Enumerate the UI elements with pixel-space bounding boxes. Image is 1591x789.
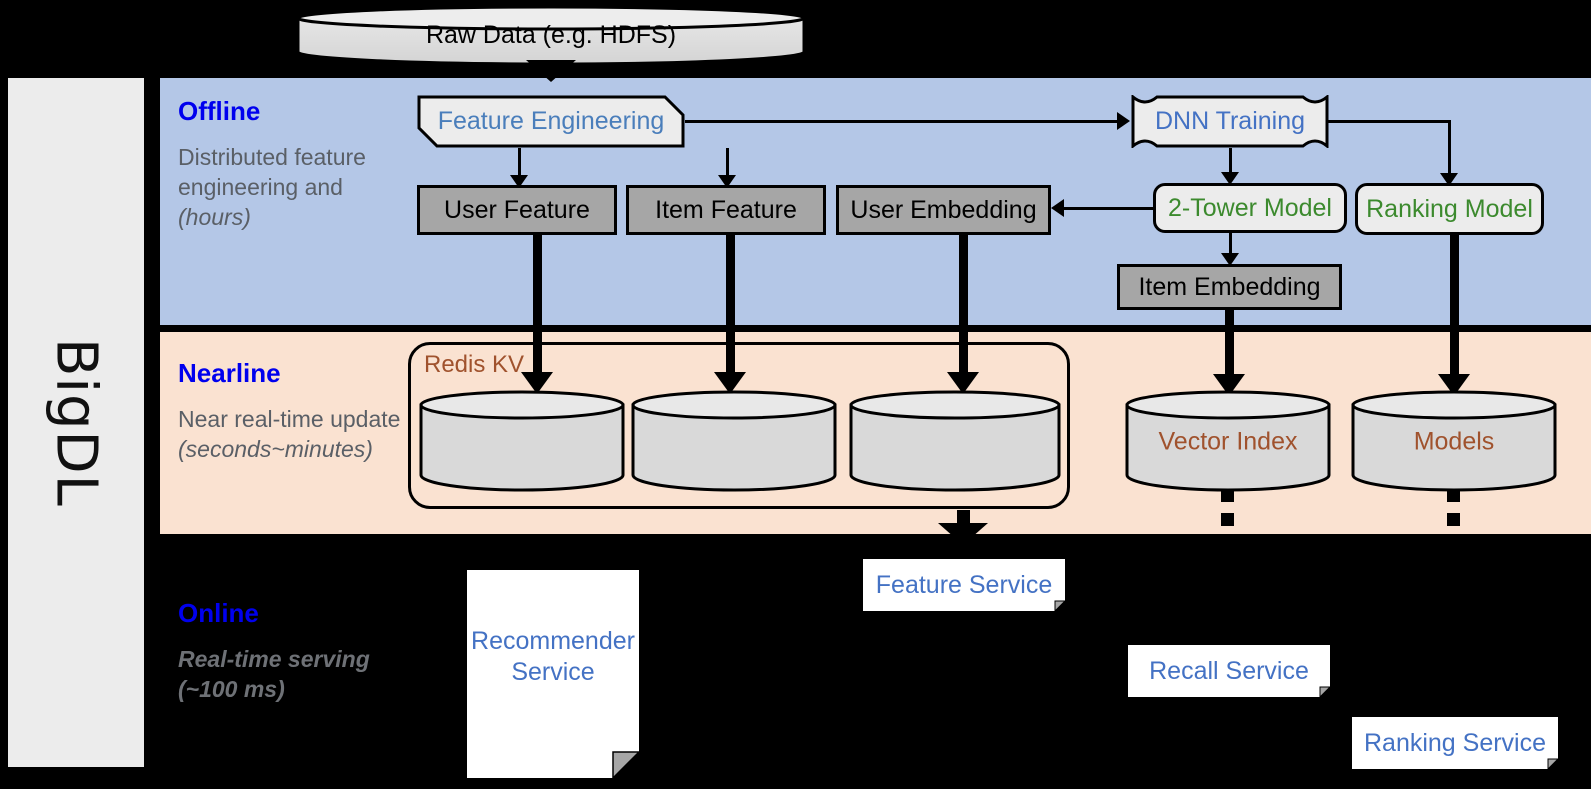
redis-kv-container: [408, 342, 1070, 509]
thick-arrow-itemfeature-head: [714, 372, 746, 394]
arrow-to-feature-service: [938, 523, 988, 545]
recommender-service-box[interactable]: Recommender Service: [467, 626, 639, 688]
models-label-wrap: Models: [1350, 389, 1558, 494]
thick-arrow-itemfeature-shaft: [726, 235, 735, 379]
dashed-segment-recall-2: [1221, 513, 1234, 526]
nearline-description-italic: (seconds~minutes): [178, 436, 373, 462]
nearline-description: Near real-time update (seconds~minutes): [178, 404, 418, 464]
redis-kv-label: Redis KV: [424, 351, 525, 378]
thick-arrow-itemembedding-shaft: [1225, 310, 1234, 381]
online-description-plain: Real-time serving: [178, 646, 370, 672]
offline-title: Offline: [178, 96, 261, 126]
bigdl-rail: BigDL: [8, 78, 144, 767]
dnn-training-shape: [1131, 95, 1329, 148]
thick-arrow-userembedding-shaft: [959, 235, 968, 379]
nearline-title: Nearline: [178, 358, 281, 388]
recall-service-label[interactable]: Recall Service: [1149, 656, 1309, 685]
arrow-2tower-to-userembedding: [1051, 199, 1064, 217]
recommender-service-line2: Service: [511, 658, 595, 686]
store-cylinder-1[interactable]: [418, 389, 626, 494]
recommender-service-line1: Recommender: [471, 627, 635, 655]
arrow-fe-to-userfeature: [510, 175, 528, 188]
feature-service-shape[interactable]: [863, 559, 1065, 611]
feature-service-label[interactable]: Feature Service: [875, 570, 1053, 599]
offline-description-italic: (hours): [178, 204, 251, 230]
line-2tower-to-itemembedding: [1229, 233, 1232, 257]
arrow-rawdata-head: [526, 60, 576, 82]
line-dnn-to-ranking-h: [1327, 120, 1451, 123]
ranking-model-box[interactable]: Ranking Model: [1355, 183, 1544, 235]
models-cylinder[interactable]: [1350, 389, 1558, 494]
arrow-fe-to-dnn-head: [1117, 112, 1130, 130]
store-cylinder-3[interactable]: [848, 389, 1062, 494]
user-feature-box[interactable]: User Feature: [417, 185, 617, 235]
online-title: Online: [178, 598, 259, 628]
user-embedding-box[interactable]: User Embedding: [836, 185, 1051, 235]
line-2tower-to-userembedding: [1064, 207, 1153, 210]
thick-arrow-userfeature-head: [521, 372, 553, 394]
feature-engineering-shape: [417, 95, 685, 148]
dnn-training-label[interactable]: DNN Training: [1154, 107, 1306, 135]
feature-engineering-label[interactable]: Feature Engineering: [437, 107, 665, 135]
item-embedding-box[interactable]: Item Embedding: [1117, 264, 1342, 310]
raw-data-label: Raw Data (e.g. HDFS): [425, 20, 677, 49]
arrow-dnn-to-ranking: [1440, 173, 1458, 186]
line-fe-to-itemfeature: [726, 148, 729, 178]
line-fe-to-userfeature: [518, 148, 521, 178]
bigdl-logo-label: BigDL: [8, 78, 144, 767]
arrow-2tower-to-itemembedding: [1221, 253, 1239, 266]
ranking-service-label[interactable]: Ranking Service: [1363, 728, 1547, 757]
vector-index-cylinder[interactable]: [1124, 389, 1332, 494]
vector-index-label: Vector Index: [1158, 427, 1298, 455]
online-description: Real-time serving (~100 ms): [178, 644, 418, 704]
thick-arrow-rankingmodel-head: [1438, 374, 1470, 396]
recall-service-shape[interactable]: [1128, 645, 1330, 697]
dashed-segment-featureservice-1: [957, 510, 970, 523]
dashed-segment-ranking-1: [1447, 489, 1460, 502]
online-description-italic: (~100 ms): [178, 676, 285, 702]
dashed-segment-ranking-2: [1447, 513, 1460, 526]
thick-arrow-userfeature-shaft: [533, 235, 542, 379]
store-cylinder-2[interactable]: [630, 389, 838, 494]
line-dnn-to-ranking-v: [1448, 120, 1451, 176]
thick-arrow-rankingmodel-shaft: [1450, 235, 1459, 381]
ranking-service-shape[interactable]: [1352, 717, 1558, 769]
bigdl-text: BigDL: [43, 338, 109, 507]
line-dnn-to-2tower: [1229, 148, 1232, 174]
dashed-segment-recall-1: [1221, 489, 1234, 502]
models-label: Models: [1413, 427, 1495, 455]
line-fe-to-dnn: [685, 120, 1117, 123]
nearline-description-plain: Near real-time update: [178, 406, 401, 432]
arrow-dnn-to-2tower: [1221, 172, 1239, 185]
arrow-fe-to-itemfeature: [718, 175, 736, 188]
thick-arrow-userembedding-head: [947, 372, 979, 394]
vector-index-label-wrap: Vector Index: [1124, 389, 1332, 494]
thick-arrow-itemembedding-head: [1213, 374, 1245, 396]
item-feature-box[interactable]: Item Feature: [626, 185, 826, 235]
two-tower-model-box[interactable]: 2-Tower Model: [1153, 183, 1347, 233]
offline-description-plain: Distributed feature engineering and: [178, 144, 366, 200]
offline-description: Distributed feature engineering and (hou…: [178, 142, 418, 232]
